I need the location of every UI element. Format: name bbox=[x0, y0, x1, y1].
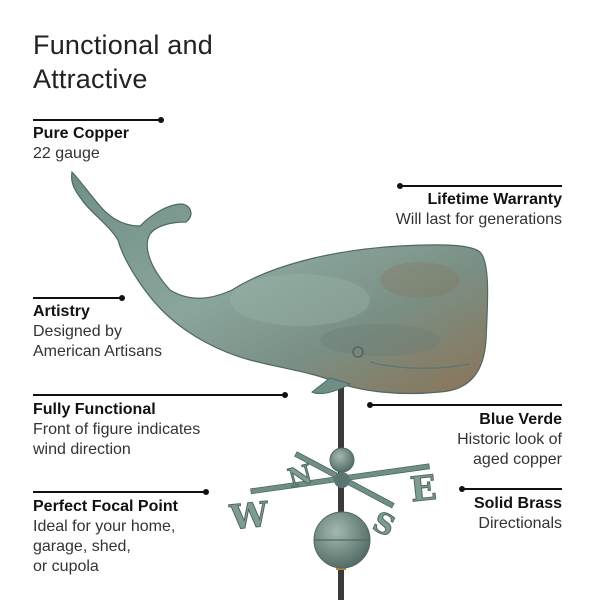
upper-ball bbox=[329, 447, 355, 473]
callout-line-warranty bbox=[400, 185, 562, 187]
feature-blue-verde: Blue Verde Historic look of aged copper bbox=[457, 411, 562, 468]
feature-fully-functional: Fully Functional Front of figure indicat… bbox=[33, 401, 201, 458]
direction-s: S bbox=[368, 505, 400, 543]
page-title: Functional and Attractive bbox=[33, 30, 213, 94]
callout-dot-focal bbox=[203, 489, 209, 495]
callout-line-copper bbox=[33, 119, 161, 121]
direction-w: W bbox=[227, 495, 271, 539]
whale-body bbox=[71, 170, 489, 395]
callout-line-verde bbox=[370, 404, 562, 406]
callout-line-artistry bbox=[33, 297, 123, 299]
callout-dot-functional bbox=[282, 392, 288, 398]
feature-solid-brass: Solid Brass Directionals bbox=[473, 495, 562, 532]
feature-pure-copper: Pure Copper 22 gauge bbox=[33, 125, 130, 162]
feature-artistry: Artistry Designed by American Artisans bbox=[33, 303, 162, 360]
feature-lifetime-warranty: Lifetime Warranty Will last for generati… bbox=[395, 191, 562, 228]
callout-line-functional bbox=[33, 394, 285, 396]
pole bbox=[338, 378, 344, 600]
callout-dot-copper bbox=[158, 117, 164, 123]
whale-flipper bbox=[311, 377, 352, 395]
callout-line-focal bbox=[33, 491, 206, 493]
direction-e: E bbox=[408, 468, 438, 510]
feature-perfect-focal-point: Perfect Focal Point Ideal for your home,… bbox=[33, 498, 178, 575]
callout-line-brass bbox=[462, 488, 562, 490]
whale-eye bbox=[352, 346, 364, 358]
